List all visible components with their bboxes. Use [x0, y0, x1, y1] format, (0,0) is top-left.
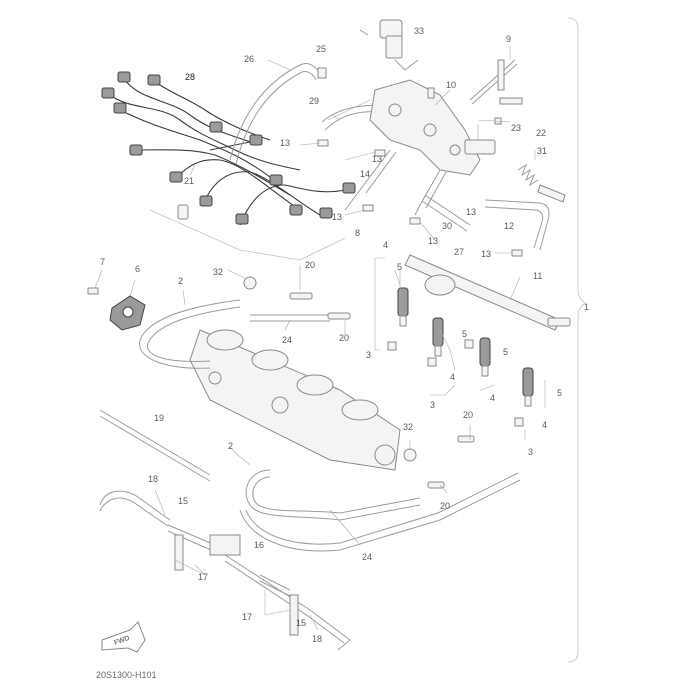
callout-2: 2: [178, 276, 183, 286]
drawing-code: 20S1300-H101: [96, 670, 157, 680]
callout-24: 24: [282, 335, 292, 345]
fwd-arrow-icon: FWD: [101, 621, 146, 653]
callout-5: 5: [462, 329, 467, 339]
clips: [243, 276, 475, 489]
callout-3: 3: [366, 350, 371, 360]
callout-13: 13: [280, 138, 290, 148]
callout-17: 17: [198, 572, 208, 582]
callout-5: 5: [503, 347, 508, 357]
hose-12: [484, 199, 550, 251]
callout-9: 9: [506, 34, 511, 44]
hose-2: [139, 299, 241, 369]
callout-2: 2: [228, 441, 233, 451]
callout-13: 13: [466, 207, 476, 217]
callout-17: 17: [242, 612, 252, 622]
callout-14: 14: [360, 169, 370, 179]
sensor-33: [359, 19, 419, 71]
fuel-rail: [404, 254, 571, 331]
callout-1: 1: [584, 302, 589, 312]
callout-31: 31: [537, 146, 547, 156]
throttle-body: [189, 329, 401, 471]
callout-30: 30: [442, 221, 452, 231]
injector-group: [387, 287, 534, 427]
callout-18: 18: [312, 634, 322, 644]
leader-lines: [94, 46, 546, 631]
plunger-assembly: [344, 59, 518, 216]
callout-18: 18: [148, 474, 158, 484]
callout-5: 5: [397, 262, 402, 272]
callout-4: 4: [383, 240, 388, 250]
callout-13: 13: [372, 154, 382, 164]
callout-3: 3: [430, 400, 435, 410]
callout-20: 20: [463, 410, 473, 420]
callout-8: 8: [355, 228, 360, 238]
callout-15: 15: [178, 496, 188, 506]
callout-4: 4: [490, 393, 495, 403]
callout-32: 32: [213, 267, 223, 277]
callout-33: 33: [414, 26, 424, 36]
callout-13: 13: [428, 236, 438, 246]
hose-2b: [245, 469, 421, 521]
spring-31: [517, 163, 566, 203]
callout-4: 4: [450, 372, 455, 382]
callout-13: 13: [481, 249, 491, 259]
callout-3: 3: [528, 447, 533, 457]
callout-25: 25: [316, 44, 326, 54]
callout-15: 15: [296, 618, 306, 628]
callout-6: 6: [135, 264, 140, 274]
callout-16: 16: [254, 540, 264, 550]
callout-26: 26: [244, 54, 254, 64]
callout-24: 24: [362, 552, 372, 562]
callout-23: 23: [511, 123, 521, 133]
assembly-bracket: [567, 17, 586, 663]
callout-5: 5: [557, 388, 562, 398]
callout-29: 29: [309, 96, 319, 106]
callout-7: 7: [100, 257, 105, 267]
callout-11: 11: [533, 271, 542, 281]
hose-24: [250, 314, 330, 322]
callout-32: 32: [403, 422, 413, 432]
callout-22: 22: [536, 128, 546, 138]
hose-24b: [239, 472, 521, 552]
hose-30: [421, 194, 471, 232]
callout-19: 19: [154, 413, 164, 423]
callout-20: 20: [305, 260, 315, 270]
callout-21: 21: [184, 176, 194, 186]
callout-28: 28: [185, 72, 195, 82]
callout-12: 12: [504, 221, 514, 231]
callout-27: 27: [454, 247, 464, 257]
callout-10: 10: [446, 80, 456, 90]
callout-13: 13: [332, 212, 342, 222]
sensor-6: [109, 295, 146, 331]
fasteners: [87, 59, 523, 295]
wire-harness: [101, 71, 356, 226]
callout-20: 20: [339, 333, 349, 343]
callout-20: 20: [440, 501, 450, 511]
callout-4: 4: [542, 420, 547, 430]
hose-26: [229, 63, 323, 165]
lower-pipes: [99, 409, 351, 651]
